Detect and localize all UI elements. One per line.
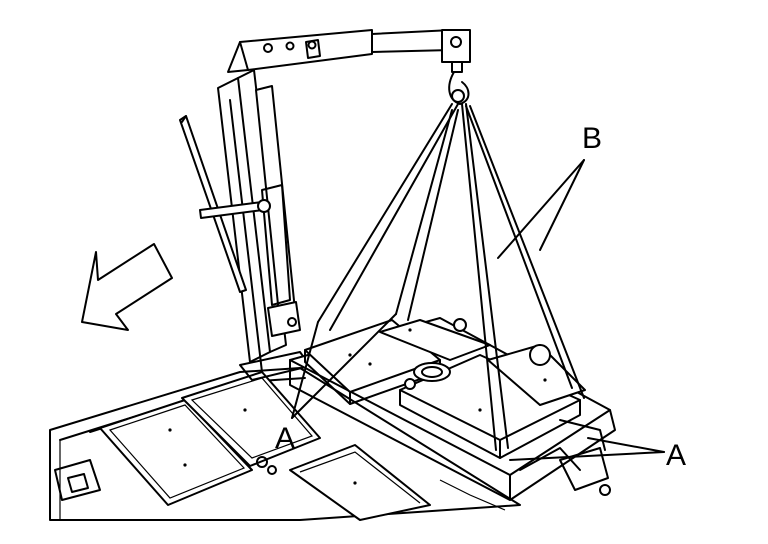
vehicle-floor-pan bbox=[49, 367, 521, 521]
direction-arrow-icon bbox=[81, 243, 173, 331]
callout-label-a-right: A bbox=[666, 439, 687, 472]
engine-hoist-crane bbox=[179, 29, 471, 381]
hybrid-battery-pack bbox=[289, 317, 616, 511]
callout-leaders bbox=[291, 159, 665, 461]
lifting-slings bbox=[317, 103, 585, 451]
callout-label-a-left: A bbox=[275, 422, 296, 455]
callout-label-b: B bbox=[582, 122, 603, 155]
